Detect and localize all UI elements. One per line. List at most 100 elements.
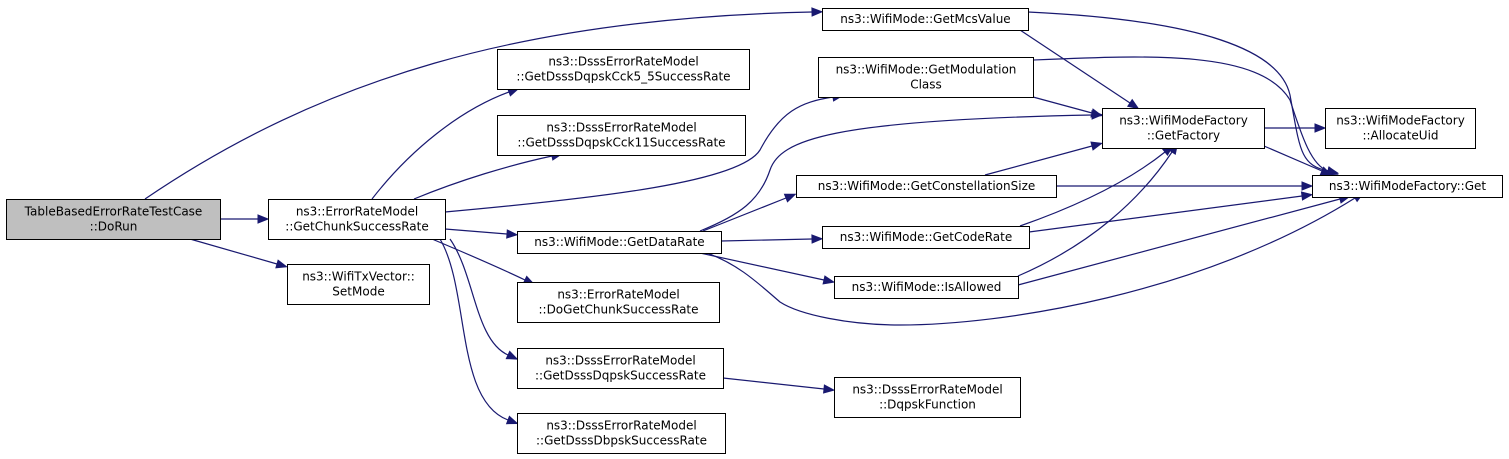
node-label-getMcs-line-0: ns3::WifiMode::GetMcsValue: [840, 12, 1010, 26]
edge-isAllowed-to-get: [1017, 198, 1341, 286]
node-label-doGetChunk-line-1: ::DoGetChunkSuccessRate: [538, 303, 698, 317]
node-label-getModClass-line-1: Class: [910, 78, 942, 92]
node-label-allocUid-line-1: ::AllocateUid: [1362, 129, 1438, 143]
arrowhead-getCodeRate-to-get: [1300, 191, 1314, 201]
node-label-dqpskFn-line-0: ns3::DsssErrorRateModel: [852, 383, 1002, 397]
arrowhead-doRun-to-getChunk: [257, 214, 270, 224]
node-label-getChunk-line-1: ::GetChunkSuccessRate: [285, 220, 428, 234]
node-label-doRun-line-0: TableBasedErrorRateTestCase: [24, 205, 203, 219]
node-label-getModClass-line-0: ns3::WifiMode::GetModulation: [836, 63, 1017, 77]
node-label-getChunk-line-0: ns3::ErrorRateModel: [296, 205, 418, 219]
node-box-dqpsk: [517, 348, 724, 389]
node-label-getFactory-line-0: ns3::WifiModeFactory: [1119, 114, 1248, 128]
node-setMode[interactable]: ns3::WifiTxVector::SetMode: [287, 264, 430, 305]
edge-getModClass-to-getFactory: [1032, 96, 1093, 114]
node-label-doRun-line-1: ::DoRun: [90, 220, 138, 234]
edge-getDataRate-to-get: [706, 197, 1356, 326]
node-label-get-line-0: ns3::WifiModeFactory::Get: [1329, 179, 1486, 193]
edge-getChunk-to-getDataRate: [444, 228, 508, 235]
node-label-cck55-line-0: ns3::DsssErrorRateModel: [548, 55, 698, 69]
arrowhead-getDataRate-to-getCodeRate: [811, 234, 824, 244]
node-doGetChunk[interactable]: ns3::ErrorRateModel::DoGetChunkSuccessRa…: [517, 282, 720, 323]
node-allocUid[interactable]: ns3::WifiModeFactory::AllocateUid: [1325, 108, 1476, 149]
edge-dqpsk-to-dqpskFn: [722, 377, 825, 390]
node-dbpsk[interactable]: ns3::DsssErrorRateModel::GetDsssDbpskSuc…: [517, 413, 726, 454]
arrowhead-getFactory-to-allocUid: [1314, 123, 1327, 133]
node-dqpskFn[interactable]: ns3::DsssErrorRateModel::DqpskFunction: [834, 377, 1021, 418]
node-box-doGetChunk: [517, 282, 720, 323]
arrowhead-getChunk-to-dbpsk: [505, 415, 519, 425]
node-box-getCodeRate: [822, 226, 1030, 249]
edge-getDataRate-to-getConst: [702, 197, 787, 232]
arrowhead-getMcs-to-getFactory: [1126, 98, 1140, 110]
node-box-getChunk: [268, 199, 446, 240]
edge-getMcs-to-get: [1027, 11, 1329, 172]
edge-doRun-to-getMcs: [144, 11, 813, 200]
node-label-setMode-line-1: SetMode: [332, 285, 384, 299]
arrowhead-getConst-to-get: [1301, 181, 1314, 191]
edge-getCodeRate-to-get: [1028, 195, 1303, 233]
node-label-getFactory-line-1: ::GetFactory: [1147, 129, 1220, 143]
node-box-setMode: [287, 264, 430, 305]
edge-getChunk-to-dqpsk: [449, 238, 509, 356]
node-label-cck11-line-0: ns3::DsssErrorRateModel: [546, 121, 696, 135]
node-box-cck11: [497, 115, 746, 156]
edge-getChunk-to-cck55: [371, 91, 510, 200]
node-box-getDataRate: [517, 231, 722, 254]
arrowhead-getConst-to-getFactory: [1090, 141, 1103, 151]
node-label-allocUid-line-0: ns3::WifiModeFactory: [1336, 114, 1465, 128]
node-getMcs[interactable]: ns3::WifiMode::GetMcsValue: [822, 8, 1029, 31]
edge-getChunk-to-cck11: [413, 155, 553, 200]
node-dqpsk[interactable]: ns3::DsssErrorRateModel::GetDsssDqpskSuc…: [517, 348, 724, 389]
node-label-dbpsk-line-0: ns3::DsssErrorRateModel: [546, 419, 696, 433]
node-label-getConst-line-0: ns3::WifiMode::GetConstellationSize: [818, 179, 1036, 193]
node-box-allocUid: [1325, 108, 1476, 149]
node-label-isAllowed-line-0: ns3::WifiMode::IsAllowed: [852, 280, 1002, 294]
node-box-dbpsk: [517, 413, 726, 454]
node-doRun[interactable]: TableBasedErrorRateTestCase::DoRun: [6, 199, 221, 240]
edge-getModClass-to-get: [1032, 56, 1329, 172]
node-isAllowed[interactable]: ns3::WifiMode::IsAllowed: [834, 276, 1019, 299]
node-getConst[interactable]: ns3::WifiMode::GetConstellationSize: [796, 175, 1057, 198]
arrowhead-getDataRate-to-getConst: [783, 193, 797, 203]
node-label-getDataRate-line-0: ns3::WifiMode::GetDataRate: [534, 235, 704, 249]
node-getChunk[interactable]: ns3::ErrorRateModel::GetChunkSuccessRate: [268, 199, 446, 240]
arrowhead-getChunk-to-dqpsk: [505, 350, 519, 360]
node-box-dqpskFn: [834, 377, 1021, 418]
node-box-get: [1312, 175, 1503, 198]
node-box-getConst: [796, 175, 1057, 198]
node-label-doGetChunk-line-0: ns3::ErrorRateModel: [557, 288, 679, 302]
node-label-dqpsk-line-1: ::GetDsssDqpskSuccessRate: [535, 369, 706, 383]
node-getFactory[interactable]: ns3::WifiModeFactory::GetFactory: [1102, 108, 1265, 149]
arrowhead-getFactory-to-get: [1319, 166, 1333, 176]
node-label-dbpsk-line-1: ::GetDsssDbpskSuccessRate: [536, 434, 707, 448]
edge-getChunk-to-dbpsk: [439, 238, 509, 421]
edge-getCodeRate-to-getFactory: [1019, 151, 1166, 227]
node-cck55[interactable]: ns3::DsssErrorRateModel::GetDsssDqpskCck…: [497, 49, 750, 90]
node-get[interactable]: ns3::WifiModeFactory::Get: [1312, 175, 1503, 198]
node-box-getMcs: [822, 8, 1029, 31]
node-box-getModClass: [818, 57, 1034, 98]
node-getDataRate[interactable]: ns3::WifiMode::GetDataRate: [517, 231, 722, 254]
arrowhead-getDataRate-to-isAllowed: [822, 275, 836, 285]
node-label-getCodeRate-line-0: ns3::WifiMode::GetCodeRate: [840, 230, 1012, 244]
node-box-doRun: [6, 199, 221, 240]
edge-getChunk-to-getModClass: [444, 96, 834, 213]
edge-getDataRate-to-getCodeRate: [720, 238, 813, 242]
arrowhead-doRun-to-getMcs: [811, 7, 824, 17]
edge-isAllowed-to-getFactory: [1017, 151, 1173, 277]
node-label-dqpskFn-line-1: ::DqpskFunction: [879, 398, 976, 412]
node-box-cck55: [497, 49, 750, 90]
edge-getDataRate-to-getFactory: [699, 114, 1093, 232]
arrowhead-dqpsk-to-dqpskFn: [823, 384, 836, 394]
node-cck11[interactable]: ns3::DsssErrorRateModel::GetDsssDqpskCck…: [497, 115, 746, 156]
arrowhead-getModClass-to-getFactory: [1090, 108, 1103, 118]
node-label-cck11-line-1: ::GetDsssDqpskCck11SuccessRate: [517, 136, 725, 150]
arrowhead-doRun-to-setMode: [275, 259, 288, 269]
edge-getFactory-to-get: [1263, 145, 1323, 172]
node-getCodeRate[interactable]: ns3::WifiMode::GetCodeRate: [822, 226, 1030, 249]
edge-getMcs-to-getFactory: [1019, 29, 1131, 104]
node-label-cck55-line-1: ::GetDsssDqpskCck5_5SuccessRate: [516, 70, 730, 84]
